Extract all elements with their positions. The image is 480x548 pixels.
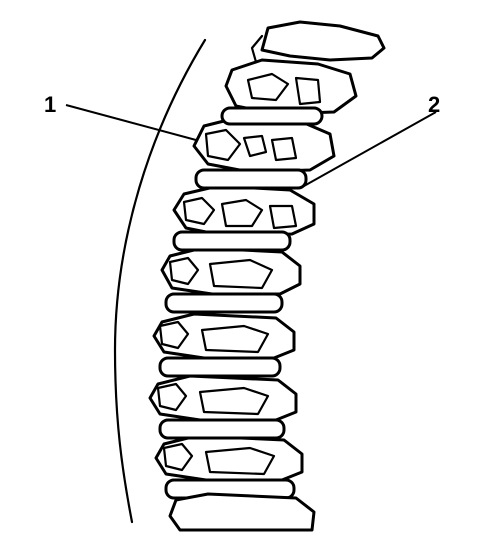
sprag-element [160, 246, 302, 296]
sprag-element [148, 374, 298, 422]
sprag-element [224, 58, 358, 116]
spacer-bar [172, 230, 292, 252]
sprag-element-callout-1 [192, 116, 336, 174]
callout-1-leader [65, 104, 197, 141]
outer-race-arc [113, 38, 207, 524]
sprag-element [154, 434, 304, 482]
callout-1-label: 1 [44, 92, 56, 117]
spacer-bar [158, 356, 282, 378]
spacer-bar [164, 292, 284, 314]
sprag-element [152, 312, 296, 360]
callout-2-label: 2 [428, 92, 440, 117]
bottom-segment [168, 492, 316, 532]
spacer-bar [158, 418, 286, 440]
sprag-element [172, 184, 316, 238]
callout-2-leader [303, 111, 437, 187]
spacer-bar-callout-2 [194, 168, 308, 190]
spacer-bar [220, 106, 324, 126]
